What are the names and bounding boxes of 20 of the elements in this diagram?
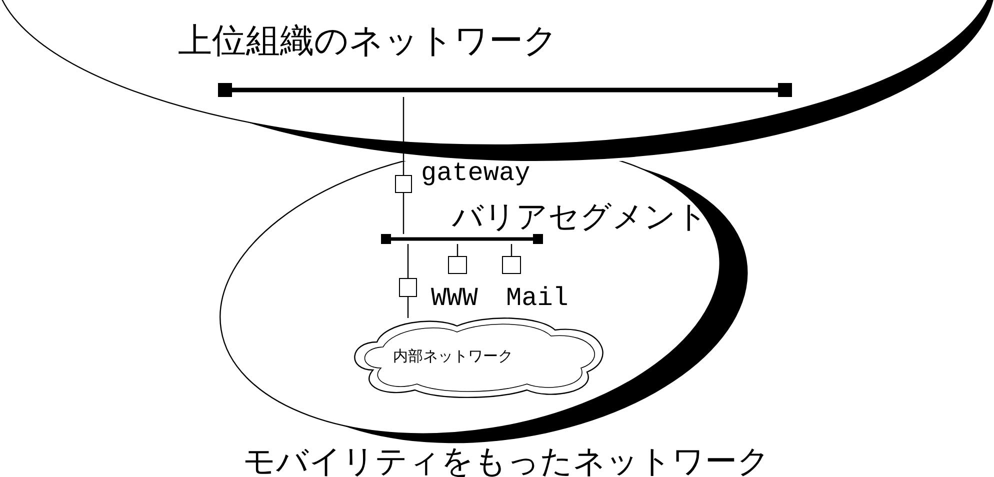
host-box (399, 278, 417, 297)
connector-line (407, 297, 409, 318)
bus-line (218, 83, 792, 97)
segment-label: バリアセグメント (452, 202, 708, 233)
bus-line (381, 234, 543, 244)
network-ellipse (0, 0, 994, 162)
host-label: WWW (431, 285, 478, 311)
cloud-label: 内部ネットワーク (393, 349, 513, 364)
host-box (395, 175, 412, 193)
connector-line (402, 97, 404, 175)
network-label: モバイリティをもったネットワーク (243, 445, 770, 477)
connector-line (407, 244, 409, 278)
connector-line (510, 244, 512, 256)
host-label: Mail (506, 285, 568, 311)
connector-line (402, 193, 404, 234)
host-box (502, 256, 521, 274)
network-label: 上位組織のネットワーク (178, 24, 558, 58)
host-label: gateway (421, 160, 530, 186)
host-box (448, 256, 467, 274)
connector-line (456, 244, 458, 256)
